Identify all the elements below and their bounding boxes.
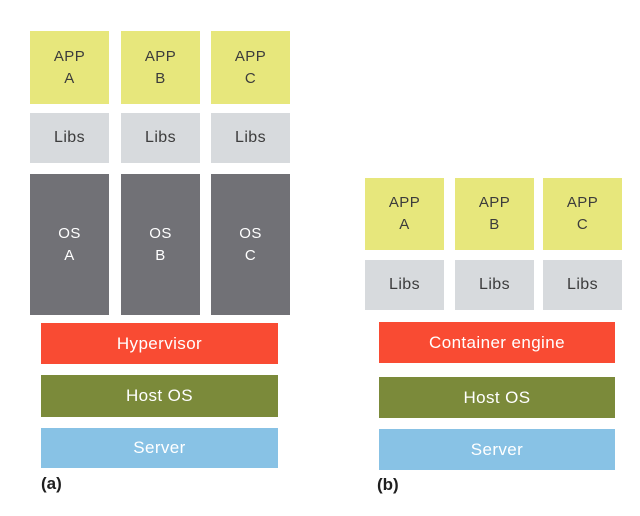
app-a-box-right: APP A xyxy=(365,178,444,250)
app-b-box-right: APP B xyxy=(455,178,534,250)
os-a-label-line1: OS xyxy=(58,224,81,242)
libs-box-right-b: Libs xyxy=(455,260,534,310)
app-a-label-line1: APP xyxy=(388,194,421,211)
libs-label: Libs xyxy=(389,276,420,293)
libs-label: Libs xyxy=(235,129,266,146)
os-c-box: OS C xyxy=(211,174,290,315)
libs-box-right-a: Libs xyxy=(365,260,444,310)
app-c-label-line2: C xyxy=(576,216,589,233)
app-c-label-line1: APP xyxy=(234,47,267,65)
host-os-label: Host OS xyxy=(463,387,531,407)
os-b-label-line2: B xyxy=(155,246,166,264)
app-a-label-line1: APP xyxy=(53,47,86,65)
app-b-label-line2: B xyxy=(489,216,500,233)
libs-label: Libs xyxy=(145,129,176,146)
app-b-label-line2: B xyxy=(155,69,166,87)
hypervisor-bar: Hypervisor xyxy=(41,323,278,364)
libs-box-left-b: Libs xyxy=(121,113,200,163)
container-engine-label: Container engine xyxy=(429,332,565,352)
os-c-label-line1: OS xyxy=(239,224,262,242)
os-c-label-line2: C xyxy=(244,246,257,264)
os-a-label-line2: A xyxy=(64,246,75,264)
app-a-box-left: APP A xyxy=(30,31,109,104)
app-b-box-left: APP B xyxy=(121,31,200,104)
app-a-label-line2: A xyxy=(399,216,410,233)
os-b-label-line1: OS xyxy=(149,224,172,242)
app-b-label-line1: APP xyxy=(144,47,177,65)
server-label: Server xyxy=(133,438,186,457)
panel-b-caption: (b) xyxy=(377,475,399,494)
libs-box-left-a: Libs xyxy=(30,113,109,163)
app-c-label-line2: C xyxy=(244,69,257,87)
libs-label: Libs xyxy=(479,276,510,293)
app-c-box-left: APP C xyxy=(211,31,290,104)
host-os-bar-right: Host OS xyxy=(379,377,615,418)
libs-box-right-c: Libs xyxy=(543,260,622,310)
server-bar-right: Server xyxy=(379,429,615,470)
server-label: Server xyxy=(470,439,524,459)
libs-label: Libs xyxy=(567,276,598,293)
app-a-label-line2: A xyxy=(64,69,75,87)
app-b-label-line1: APP xyxy=(478,194,511,211)
host-os-label: Host OS xyxy=(125,386,194,405)
host-os-bar-left: Host OS xyxy=(41,375,278,417)
app-c-box-right: APP C xyxy=(543,178,622,250)
server-bar-left: Server xyxy=(41,428,278,468)
container-engine-bar: Container engine xyxy=(379,322,615,363)
panel-a-caption: (a) xyxy=(41,474,62,493)
os-b-box: OS B xyxy=(121,174,200,315)
hypervisor-label: Hypervisor xyxy=(116,333,203,353)
app-c-label-line1: APP xyxy=(566,194,599,211)
libs-box-left-c: Libs xyxy=(211,113,290,163)
libs-label: Libs xyxy=(54,129,85,146)
os-a-box: OS A xyxy=(30,174,109,315)
